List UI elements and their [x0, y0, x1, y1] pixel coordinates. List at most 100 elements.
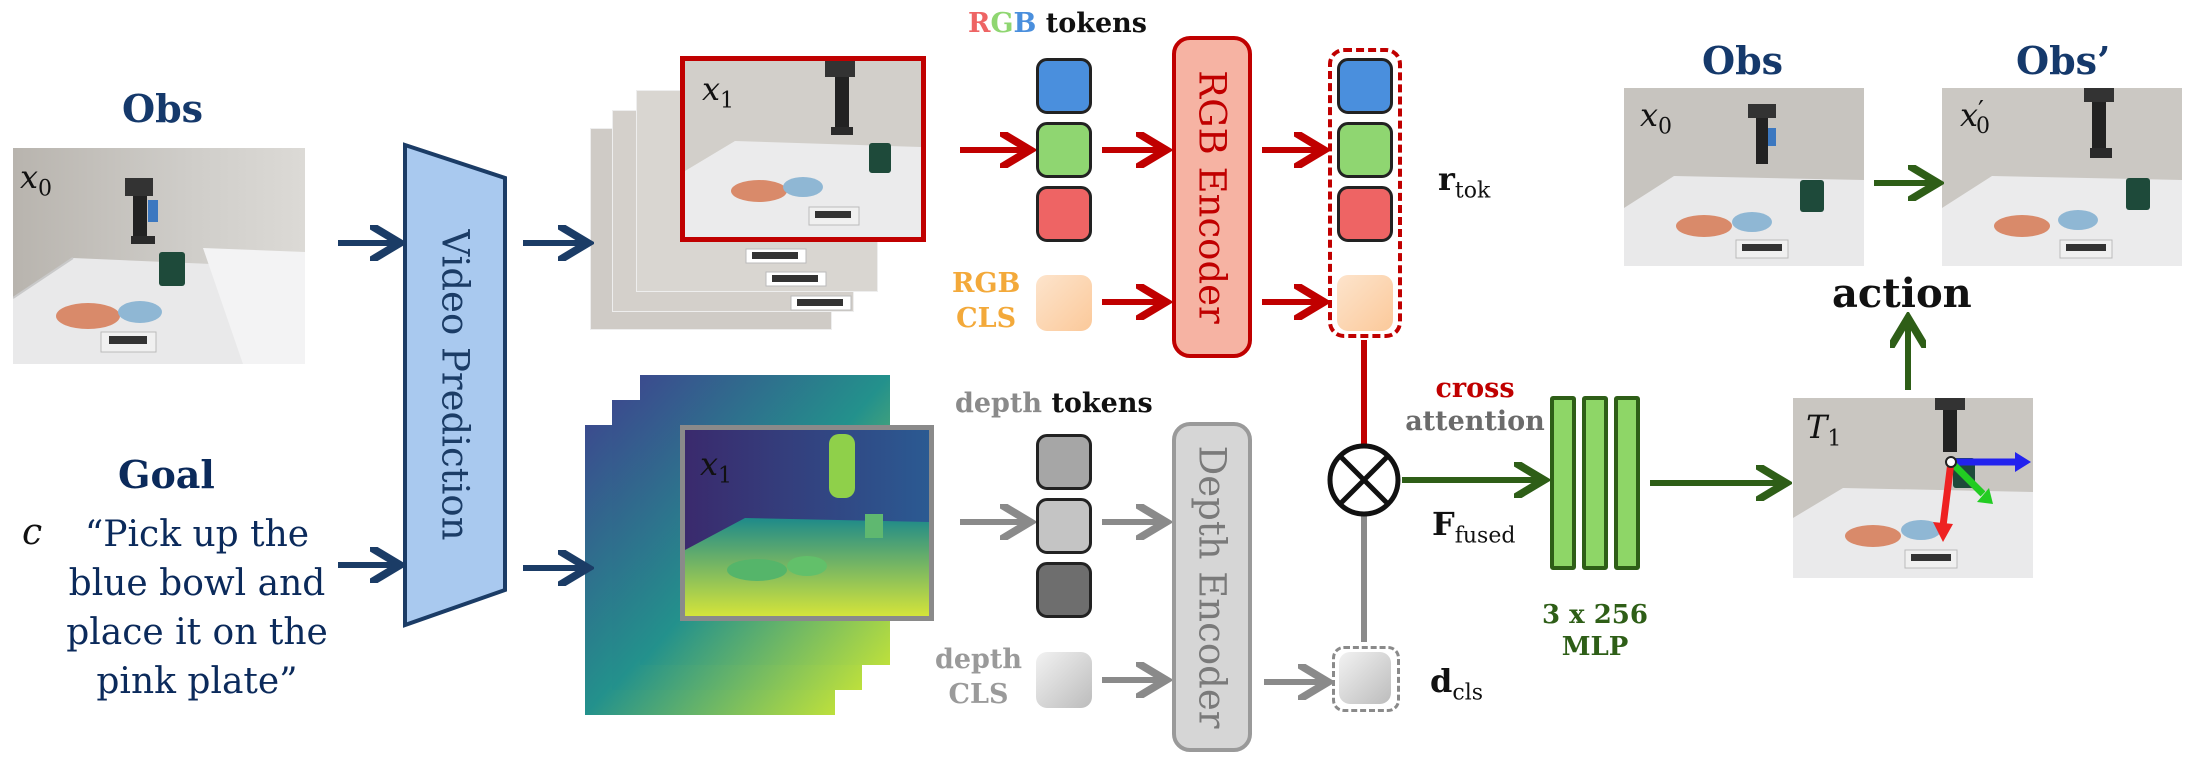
pose-axis-green-head [1977, 488, 1993, 504]
goal-title: Goal [118, 452, 215, 497]
rgb-tokens-title: RGB tokens [968, 8, 1147, 39]
right-obs-prime-photo [1942, 88, 2182, 266]
dcls-sub: cls [1452, 680, 1484, 706]
depth-encoder-block: Depth Encoder [1172, 422, 1252, 752]
right-obs-prime-title: Obs’ [2016, 38, 2111, 83]
right-obs-scene-image [1624, 88, 1864, 266]
video-prediction-shape [403, 142, 507, 628]
rgb-title-r: R [968, 8, 991, 39]
depth-frame-front [680, 425, 934, 621]
right-obs-title: Obs [1702, 38, 1784, 83]
pose-axis-blue-head [2015, 452, 2031, 472]
rtok-main: r [1438, 160, 1455, 198]
rgb-out-token-blue [1337, 58, 1393, 114]
right-obs-prime-scene-image [1942, 88, 2182, 266]
dcls-label: dcls [1430, 662, 1483, 705]
rgb-cls-label: RGB CLS [952, 268, 1020, 334]
rgb-out-cls-token [1337, 275, 1393, 331]
depth-title-depth: depth [955, 388, 1043, 419]
depth-cls-line1: depth [935, 644, 1023, 675]
rgb-title-tokens: tokens [1045, 8, 1147, 39]
pose-axis-green [1948, 459, 1986, 497]
rgb-x1-sub: 1 [720, 88, 735, 114]
rtok-label: rtok [1438, 160, 1490, 203]
mlp-layer-2 [1582, 396, 1608, 570]
cross-attention-label: cross attention [1385, 373, 1565, 437]
pose-t1-var: T [1806, 408, 1828, 446]
rgb-stack-gripper-mark-3 [785, 292, 865, 314]
pose-t1-label: T1 [1806, 408, 1841, 451]
rgb-stack-brush-1 [745, 248, 807, 264]
obs-x0-sub: 0 [38, 176, 53, 202]
depth-token-3 [1036, 562, 1092, 618]
goal-c-var: c [22, 512, 43, 553]
depth-title-tokens: tokens [1051, 388, 1153, 419]
rgb-cls-line1: RGB [952, 268, 1021, 299]
obs-x0-var: x [20, 158, 39, 196]
mlp-label-line1: 3 x 256 [1542, 600, 1648, 630]
right-obs-prime-var: x [1960, 96, 1979, 134]
right-obs-prime-sub: 0 [1975, 114, 1990, 140]
pose-photo [1793, 398, 2033, 578]
depth-cls-token [1036, 652, 1092, 708]
pose-scene-image [1793, 398, 2033, 578]
pose-t1-sub: 1 [1827, 426, 1842, 452]
cross-attention-line2: attention [1405, 406, 1545, 437]
rgb-x1-label: x1 [702, 70, 734, 113]
mlp-label: 3 x 256 MLP [1515, 600, 1675, 662]
rgb-out-token-green [1337, 122, 1393, 178]
video-prediction-block [403, 142, 507, 628]
mlp-label-line2: MLP [1561, 632, 1629, 662]
cross-attention-line1: cross [1435, 373, 1515, 404]
depth-cls-label: depth CLS [935, 644, 1022, 710]
fused-sub: fused [1454, 523, 1516, 549]
cross-attention-operator [1327, 443, 1401, 517]
obs-x0-label: x0 [20, 158, 52, 201]
mlp-layer-1 [1550, 396, 1576, 570]
rgb-title-b: B [1013, 8, 1037, 39]
right-obs-photo [1624, 88, 1864, 266]
rgb-stack-gripper-mark-1 [740, 245, 820, 267]
pose-axis-red-head [1933, 522, 1953, 542]
dcls-main: d [1430, 662, 1453, 700]
rgb-encoder-block: RGB Encoder [1172, 36, 1252, 358]
rgb-stack-gripper-mark-2 [760, 268, 840, 290]
depth-cls-line2: CLS [948, 679, 1009, 710]
rgb-x1-var: x [702, 70, 721, 108]
obs-photo [13, 148, 305, 364]
right-obs-x0-sub: 0 [1658, 114, 1673, 140]
rgb-token-red [1036, 186, 1092, 242]
depth-token-2 [1036, 498, 1092, 554]
rgb-cls-line2: CLS [956, 303, 1017, 334]
depth-x1-label: x1 [700, 445, 732, 488]
rgb-stack-brush-2 [765, 271, 827, 287]
rgb-token-green [1036, 122, 1092, 178]
rtok-sub: tok [1454, 178, 1491, 204]
rgb-output-dashed-box [1328, 48, 1402, 338]
rgb-title-g: G [990, 8, 1014, 39]
right-obs-x0-label: x0 [1640, 96, 1672, 139]
depth-token-1 [1036, 434, 1092, 490]
action-label: action [1832, 270, 1972, 317]
fused-label: Ffused [1432, 505, 1515, 548]
fused-main: F [1432, 505, 1455, 543]
depth-x1-var: x [700, 445, 719, 483]
goal-instruction-text: “Pick up the blue bowl and place it on t… [66, 514, 328, 702]
rgb-out-token-red [1337, 186, 1393, 242]
mlp-layer-3 [1614, 396, 1640, 570]
rgb-cls-token [1036, 275, 1092, 331]
pose-origin-dot [1945, 456, 1957, 468]
rgb-token-blue [1036, 58, 1092, 114]
depth-x1-sub: 1 [718, 463, 733, 489]
right-obs-prime-mark: ′ [1978, 96, 1984, 126]
obs-scene-image [13, 148, 305, 364]
rgb-front-scene-image [685, 61, 921, 237]
pose-axis-red [1939, 461, 1955, 527]
depth-out-cls-token [1339, 652, 1391, 704]
rgb-frame-front [680, 56, 926, 242]
right-obs-x0-var: x [1640, 96, 1659, 134]
left-obs-title: Obs [122, 86, 204, 131]
depth-front-scene-image [685, 430, 929, 616]
